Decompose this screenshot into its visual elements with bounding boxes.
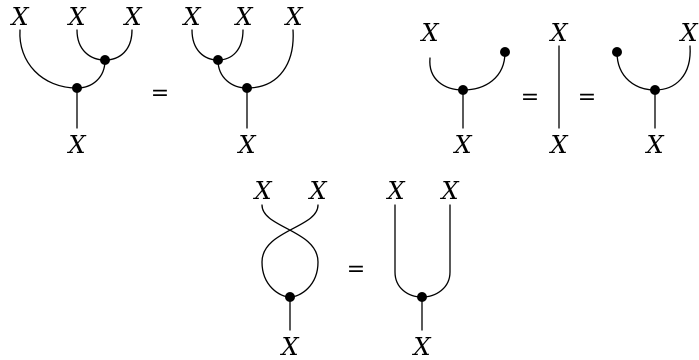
object-label: X xyxy=(307,177,327,205)
inner-right-wire xyxy=(217,29,244,61)
object-label: X xyxy=(9,3,29,31)
object-label: X xyxy=(419,19,439,47)
commutativity-lhs xyxy=(261,204,319,331)
inner-right-wire xyxy=(104,29,133,61)
left-input-wire xyxy=(394,204,423,298)
multiplication-node xyxy=(213,55,223,65)
equals-sign: = xyxy=(521,85,539,110)
object-label: X xyxy=(678,19,698,47)
inner-left-wire xyxy=(191,29,219,61)
input-wire xyxy=(654,45,691,91)
object-label: X xyxy=(548,19,568,47)
object-labels: X X X X X X X X X X X X X X X X X X X X xyxy=(9,3,698,360)
crossing-wire xyxy=(261,204,319,298)
associativity-rhs xyxy=(191,29,294,129)
multiplication-node xyxy=(72,83,82,93)
inner-output-wire xyxy=(217,59,248,89)
object-label: X xyxy=(66,3,86,31)
unit-node xyxy=(612,47,622,57)
object-label: X xyxy=(283,3,303,31)
equals-signs: = = = = xyxy=(151,81,596,282)
outer-left-wire xyxy=(19,29,78,89)
unit-node xyxy=(500,47,510,57)
multiplication-node xyxy=(100,55,110,65)
multiplication-node xyxy=(650,85,660,95)
multiplication-node xyxy=(458,85,468,95)
object-label: X xyxy=(279,333,299,360)
associativity-lhs xyxy=(19,29,133,129)
inner-left-wire xyxy=(76,29,106,61)
object-label: X xyxy=(644,131,664,159)
unit-right-diagram xyxy=(612,45,691,129)
object-label: X xyxy=(233,3,253,31)
outer-right-wire xyxy=(246,29,294,89)
unit-wire xyxy=(616,51,656,91)
object-label: X xyxy=(439,177,459,205)
unit-left-diagram xyxy=(429,47,510,129)
equals-sign: = xyxy=(578,85,596,110)
object-label: X xyxy=(122,3,142,31)
object-label: X xyxy=(252,177,272,205)
inner-output-wire xyxy=(76,59,106,89)
right-input-wire xyxy=(421,204,451,298)
equals-sign: = xyxy=(347,257,365,282)
object-label: X xyxy=(236,131,256,159)
multiplication-node xyxy=(417,292,427,302)
object-label: X xyxy=(548,131,568,159)
unit-wire xyxy=(462,51,506,91)
input-wire xyxy=(429,57,464,91)
crossing-wire xyxy=(261,204,319,298)
object-label: X xyxy=(411,333,431,360)
equals-sign: = xyxy=(151,81,169,106)
object-label: X xyxy=(385,177,405,205)
commutativity-rhs xyxy=(394,204,451,331)
object-label: X xyxy=(66,131,86,159)
object-label: X xyxy=(452,131,472,159)
multiplication-node xyxy=(242,83,252,93)
object-label: X xyxy=(181,3,201,31)
multiplication-node xyxy=(285,292,295,302)
